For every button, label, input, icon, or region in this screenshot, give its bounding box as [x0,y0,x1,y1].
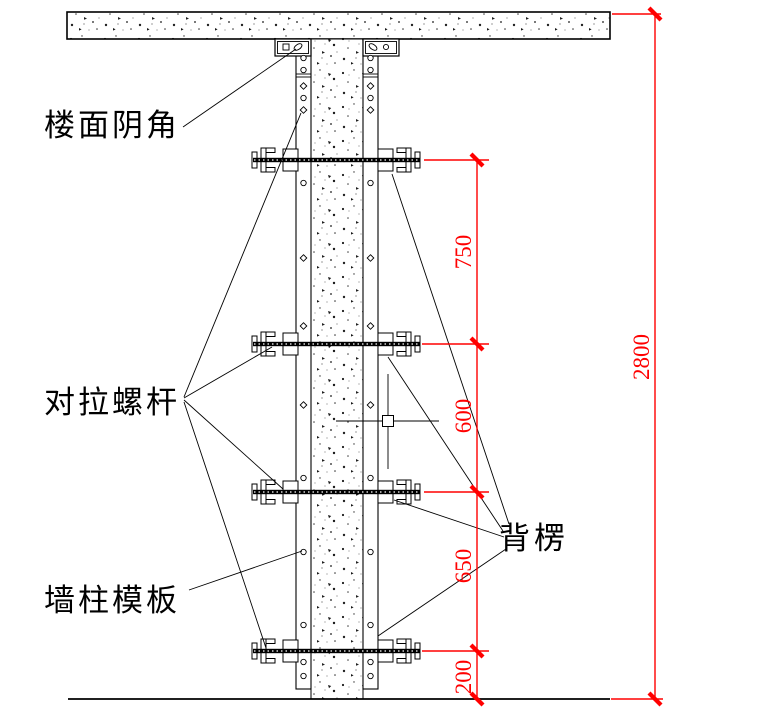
concrete-wall-column [310,38,364,700]
dim-overall-height-text: 2800 [629,334,654,380]
label-wall-column-formwork: 墙柱模板 [44,583,180,618]
dim-spacing-1-text: 750 [451,235,476,270]
bracket-slot-hole [293,43,303,51]
dim-spacing-4-text: 200 [451,660,476,695]
bracket-slot-hole [368,43,378,51]
dimension-lines [422,8,663,705]
corner-bracket-left [274,38,312,57]
label-floor-inner-corner: 楼面阴角 [44,108,180,143]
formwork-panel-right [362,38,379,690]
label-tie-rod: 对拉螺杆 [44,385,180,420]
formwork-panel-left [295,38,312,690]
dim-spacing-2-text: 600 [451,399,476,434]
corner-bracket-right [362,38,400,57]
label-back-waler: 背楞 [499,521,569,556]
panel-joint-lines [296,73,378,78]
bracket-round-hole [382,43,390,51]
center-mark [336,374,439,469]
bracket-square-hole [282,43,290,51]
concrete-slab [66,11,611,40]
dim-spacing-3-text: 650 [451,549,476,584]
leader-lines [182,48,510,649]
